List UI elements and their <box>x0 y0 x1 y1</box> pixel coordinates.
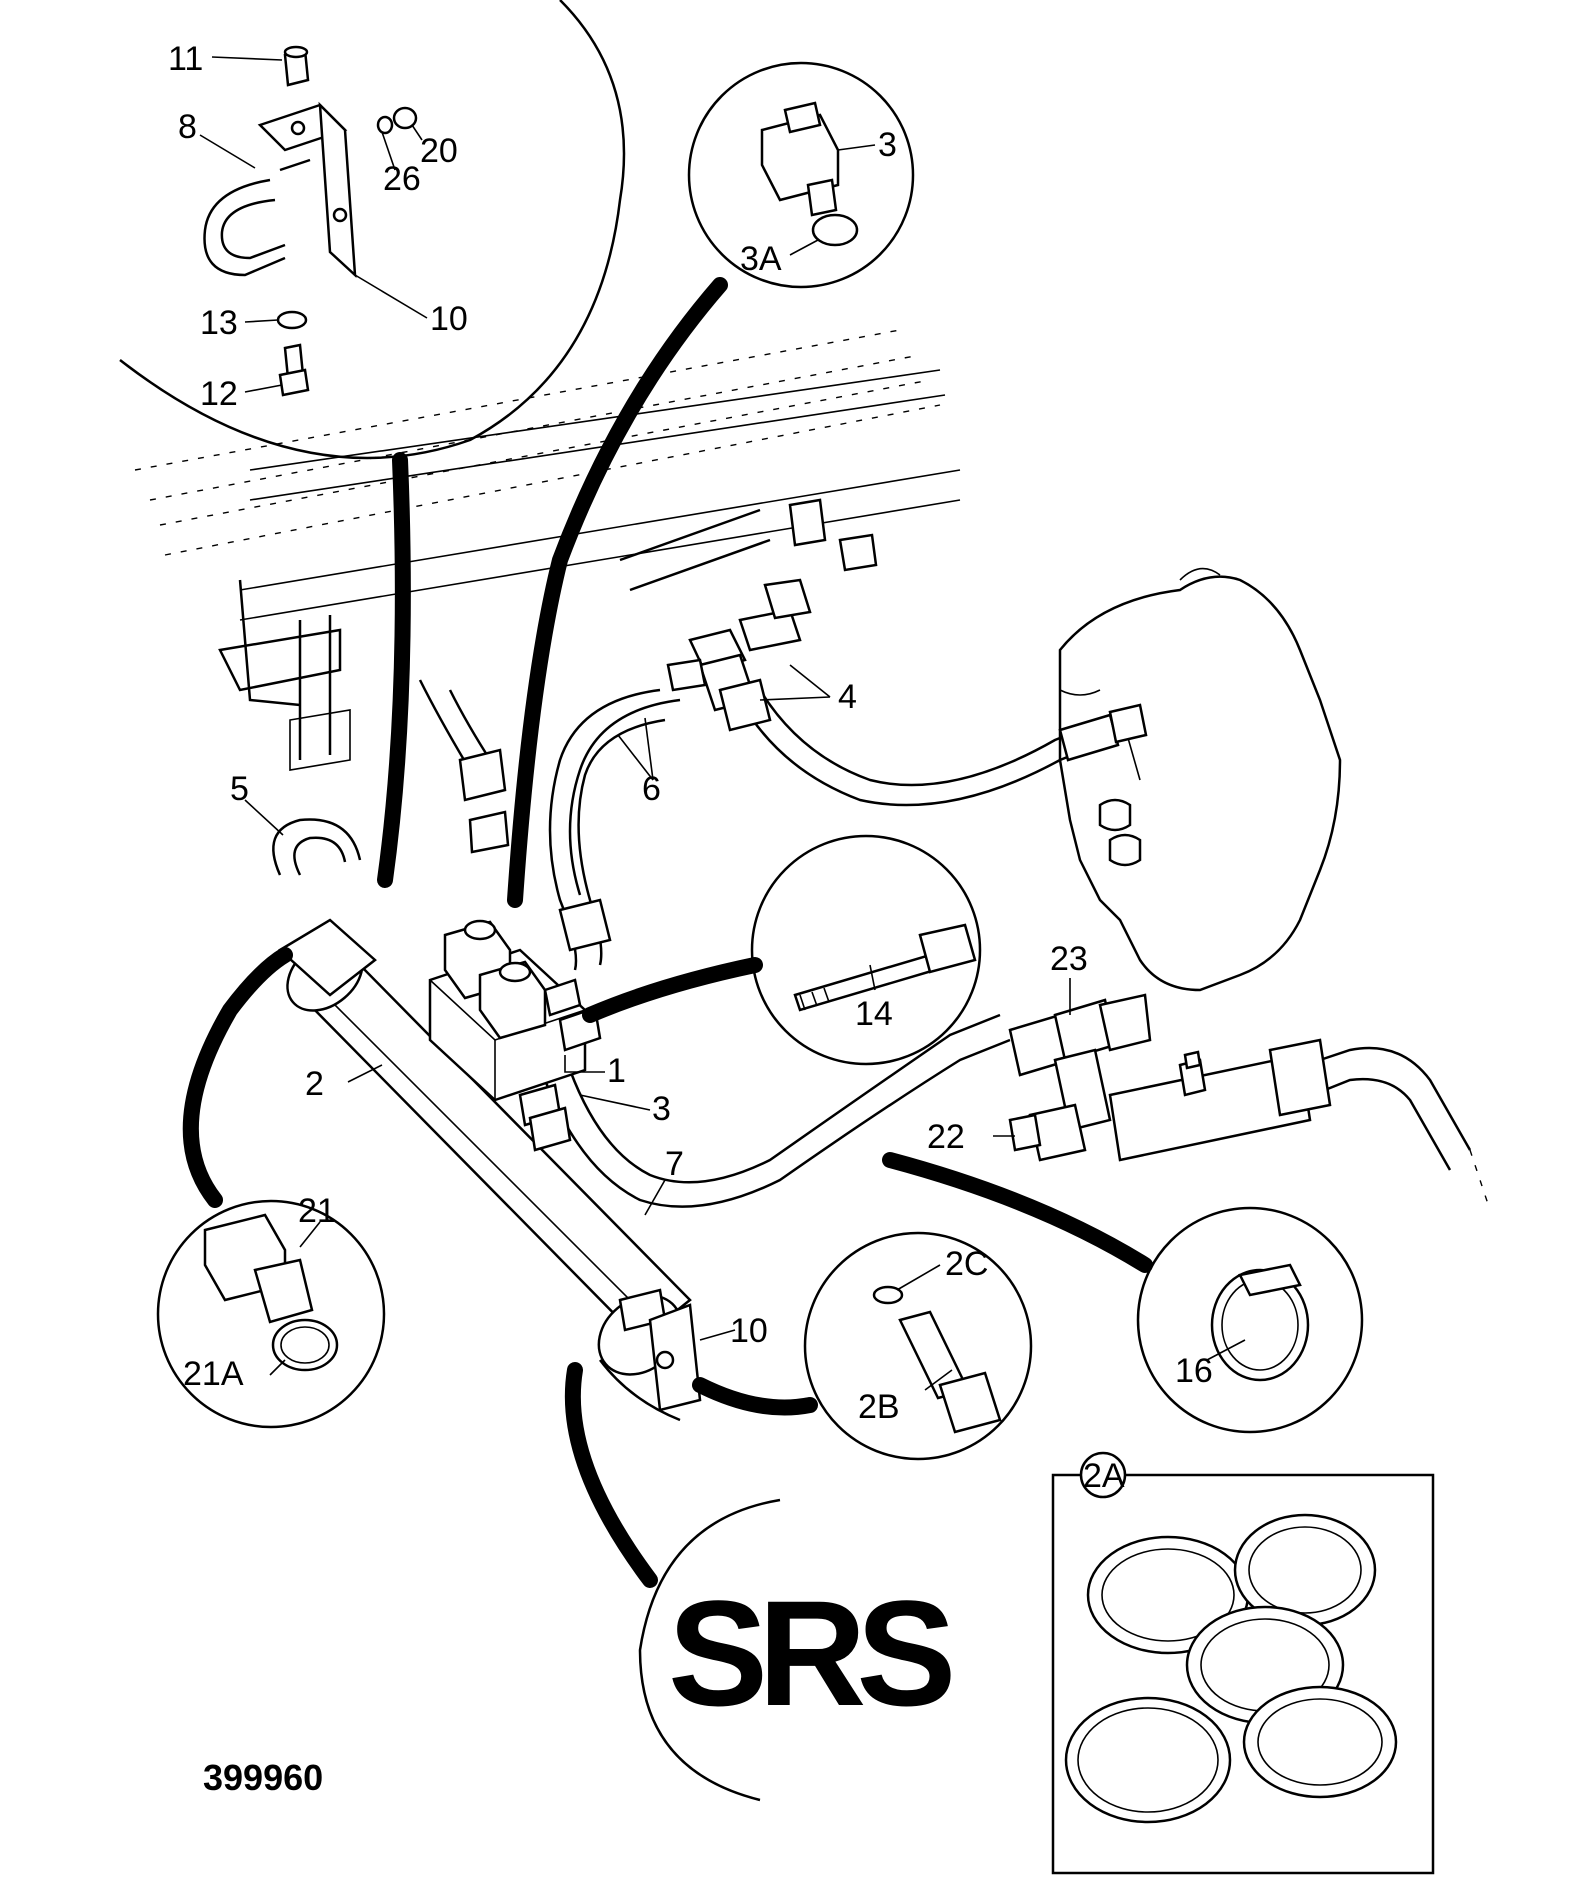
callout-2B: 2B <box>858 1388 900 1426</box>
callout-16: 16 <box>1175 1352 1213 1390</box>
detail-bolt-14 <box>582 834 982 1066</box>
tee-fitting-4 <box>666 578 812 732</box>
callout-20: 20 <box>420 132 458 170</box>
return-line <box>1289 1046 1491 1211</box>
detail-bracket-clamp <box>119 0 626 888</box>
filter-housing <box>1108 1038 1332 1162</box>
detail-srs-kit <box>564 1362 781 1802</box>
callout-21: 21 <box>298 1192 336 1230</box>
hose-7 <box>543 1013 1011 1208</box>
callout-21A: 21A <box>183 1355 244 1393</box>
callout-3A: 3A <box>740 240 782 278</box>
detail-clamp-16 <box>882 1152 1364 1434</box>
callout-2: 2 <box>305 1065 324 1103</box>
drawing-number: 399960 <box>203 1757 323 1798</box>
bracket-10-lower <box>599 1288 702 1422</box>
hose-to-valve <box>738 689 1148 807</box>
loop-5 <box>272 818 362 876</box>
callout-7: 7 <box>665 1145 684 1183</box>
detail-adapter-3 <box>507 61 915 908</box>
callout-4: 4 <box>838 678 857 716</box>
callout-22: 22 <box>927 1118 965 1156</box>
callout-23: 23 <box>1050 940 1088 978</box>
callout-6: 6 <box>642 770 661 808</box>
control-valve-block <box>1058 567 1342 992</box>
callout-10-lower: 10 <box>730 1312 768 1350</box>
valve-block-1 <box>428 898 612 1152</box>
tank-frame-outline <box>134 329 961 854</box>
callout-1: 1 <box>607 1052 626 1090</box>
callout-5: 5 <box>230 770 249 808</box>
detail-adapter-21 <box>156 947 386 1429</box>
callout-2C: 2C <box>945 1245 988 1283</box>
srs-logo: SRS <box>668 1569 951 1737</box>
callout-2A: 2A <box>1083 1457 1125 1495</box>
o-ring-kit-box <box>1051 1451 1435 1875</box>
fitting-23-22 <box>1008 993 1152 1162</box>
detail-bolt-2B <box>692 1231 1033 1461</box>
callout-12: 12 <box>200 375 238 413</box>
callout-26: 26 <box>383 160 421 198</box>
callout-8: 8 <box>178 108 197 146</box>
leader-lines <box>199 56 1246 1391</box>
callout-10-upper: 10 <box>430 300 468 338</box>
callout-3-lower: 3 <box>652 1090 671 1128</box>
callout-14: 14 <box>855 995 893 1033</box>
cylinder-2 <box>277 918 692 1376</box>
callout-3-upper: 3 <box>878 126 897 164</box>
callout-labels: 11 8 26 20 10 13 12 3 3A 4 6 5 14 23 1 2… <box>168 40 1213 1495</box>
callout-13: 13 <box>200 304 238 342</box>
callout-11: 11 <box>168 40 203 78</box>
